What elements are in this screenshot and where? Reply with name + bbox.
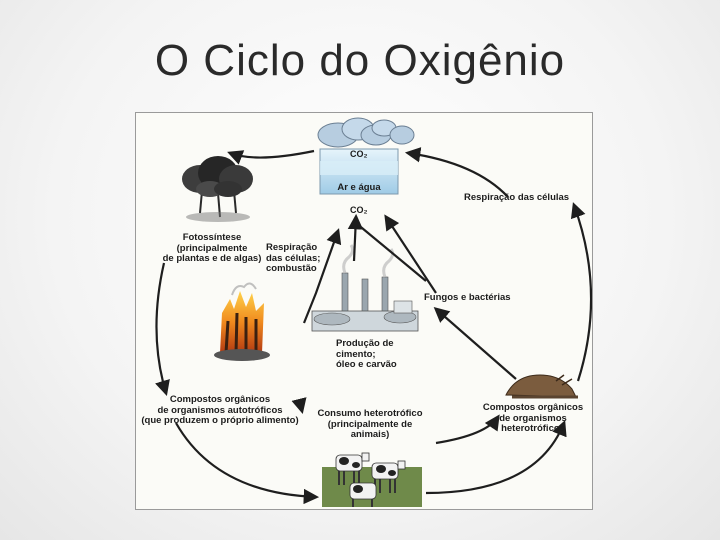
slide-title: O Ciclo do Oxigênio <box>154 36 566 85</box>
label-fungos-bacterias: Fungos e bactérias <box>424 292 511 303</box>
arrow-cows-to-heterotrophs <box>425 420 567 495</box>
water-panel <box>319 148 399 195</box>
arrow-co2-to-trees <box>227 149 315 165</box>
arrow-autotrophs-to-consumption <box>291 397 307 414</box>
arrow-factory-to-co2 <box>347 213 364 262</box>
arrow-fungi-to-co2 <box>384 214 437 294</box>
cloud-icon <box>317 117 415 148</box>
cycle-arrows <box>155 147 592 505</box>
label-ar-e-agua: Ar e água <box>337 182 381 193</box>
cows-icon <box>322 452 422 507</box>
arrow-photosynthesis-to-autotrophs <box>155 262 170 396</box>
fire-icon <box>214 282 270 361</box>
arrow-heterotrophs-to-respiration <box>570 202 592 382</box>
arrow-consumption-to-heterotrophs <box>435 414 500 445</box>
arrow-respiration-to-co2 <box>404 147 509 198</box>
trees-icon <box>182 156 253 222</box>
decomposing-animal-icon <box>505 374 578 399</box>
label-respiracao-celulas: Respiração das células <box>464 192 570 203</box>
label-co2-top: CO₂ <box>350 149 368 159</box>
factory-icon <box>311 244 419 332</box>
arrow-co2-to-fire <box>302 228 342 324</box>
label-co2-bottom: CO₂ <box>350 205 368 215</box>
arrow-fungi-line <box>355 222 427 282</box>
arrow-autotrophs-to-cows <box>175 422 320 505</box>
oxygen-cycle-diagram: CO₂ Ar e água CO₂ Respiração das células… <box>135 112 593 510</box>
arrow-heterotrophs-to-fungi <box>433 306 517 380</box>
diagram-artwork <box>155 117 592 507</box>
